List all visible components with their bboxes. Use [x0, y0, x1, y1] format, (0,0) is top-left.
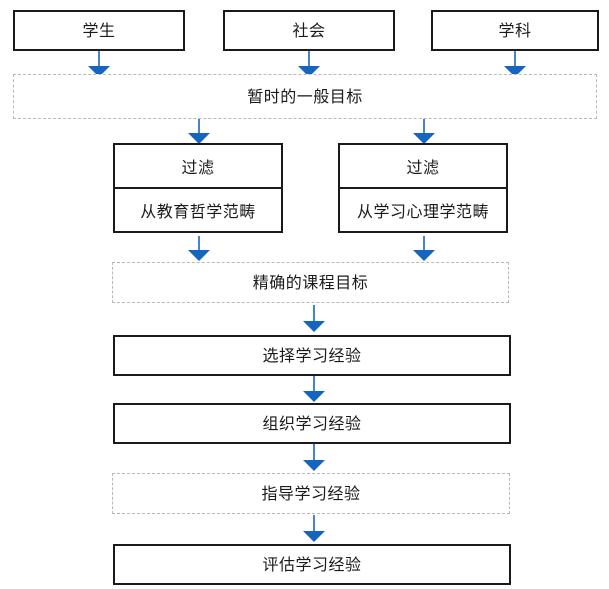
node-student-label: 学生 — [82, 20, 116, 40]
arrow-select-to-organize — [303, 376, 325, 402]
node-filter-psychology-title: 过滤 — [340, 145, 506, 189]
node-select-learning-experience-label: 选择学习经验 — [262, 345, 362, 365]
node-subject: 学科 — [431, 10, 599, 51]
arrow-guide-to-evaluate — [303, 515, 325, 542]
arrow-organize-to-guide — [303, 444, 325, 471]
arrow-tentative-to-filter-philosophy — [188, 119, 210, 144]
arrow-filter-philosophy-to-precise — [188, 236, 210, 261]
node-filter-philosophy-subtitle: 从教育哲学范畴 — [140, 202, 256, 221]
arrow-precise-to-select — [303, 305, 325, 332]
node-precise-curriculum-objectives-label: 精确的课程目标 — [252, 272, 369, 292]
node-student: 学生 — [13, 10, 185, 51]
arrow-society-to-tentative — [298, 51, 320, 77]
node-guide-learning-experience: 指导学习经验 — [112, 473, 510, 514]
node-evaluate-learning-experience-label: 评估学习经验 — [262, 554, 362, 574]
node-guide-learning-experience-label: 指导学习经验 — [261, 483, 361, 503]
arrow-subject-to-tentative — [504, 51, 526, 77]
node-society: 社会 — [223, 10, 395, 51]
node-precise-curriculum-objectives: 精确的课程目标 — [112, 262, 509, 303]
arrow-filter-psychology-to-precise — [413, 236, 435, 261]
node-evaluate-learning-experience: 评估学习经验 — [113, 544, 511, 585]
node-organize-learning-experience-label: 组织学习经验 — [262, 413, 362, 433]
arrow-student-to-tentative — [88, 51, 110, 77]
node-tentative-general-objectives: 暂时的一般目标 — [13, 74, 597, 119]
arrow-tentative-to-filter-psychology — [413, 119, 435, 144]
node-filter-philosophy: 过滤 从教育哲学范畴 — [113, 143, 283, 233]
node-society-label: 社会 — [292, 20, 326, 40]
node-tentative-general-objectives-label: 暂时的一般目标 — [247, 86, 363, 106]
node-filter-psychology-subtitle: 从学习心理学范畴 — [356, 202, 489, 221]
node-filter-philosophy-title: 过滤 — [115, 145, 281, 189]
node-subject-label: 学科 — [498, 20, 532, 40]
node-organize-learning-experience: 组织学习经验 — [113, 403, 511, 444]
node-filter-psychology: 过滤 从学习心理学范畴 — [338, 143, 508, 233]
node-select-learning-experience: 选择学习经验 — [113, 335, 511, 376]
